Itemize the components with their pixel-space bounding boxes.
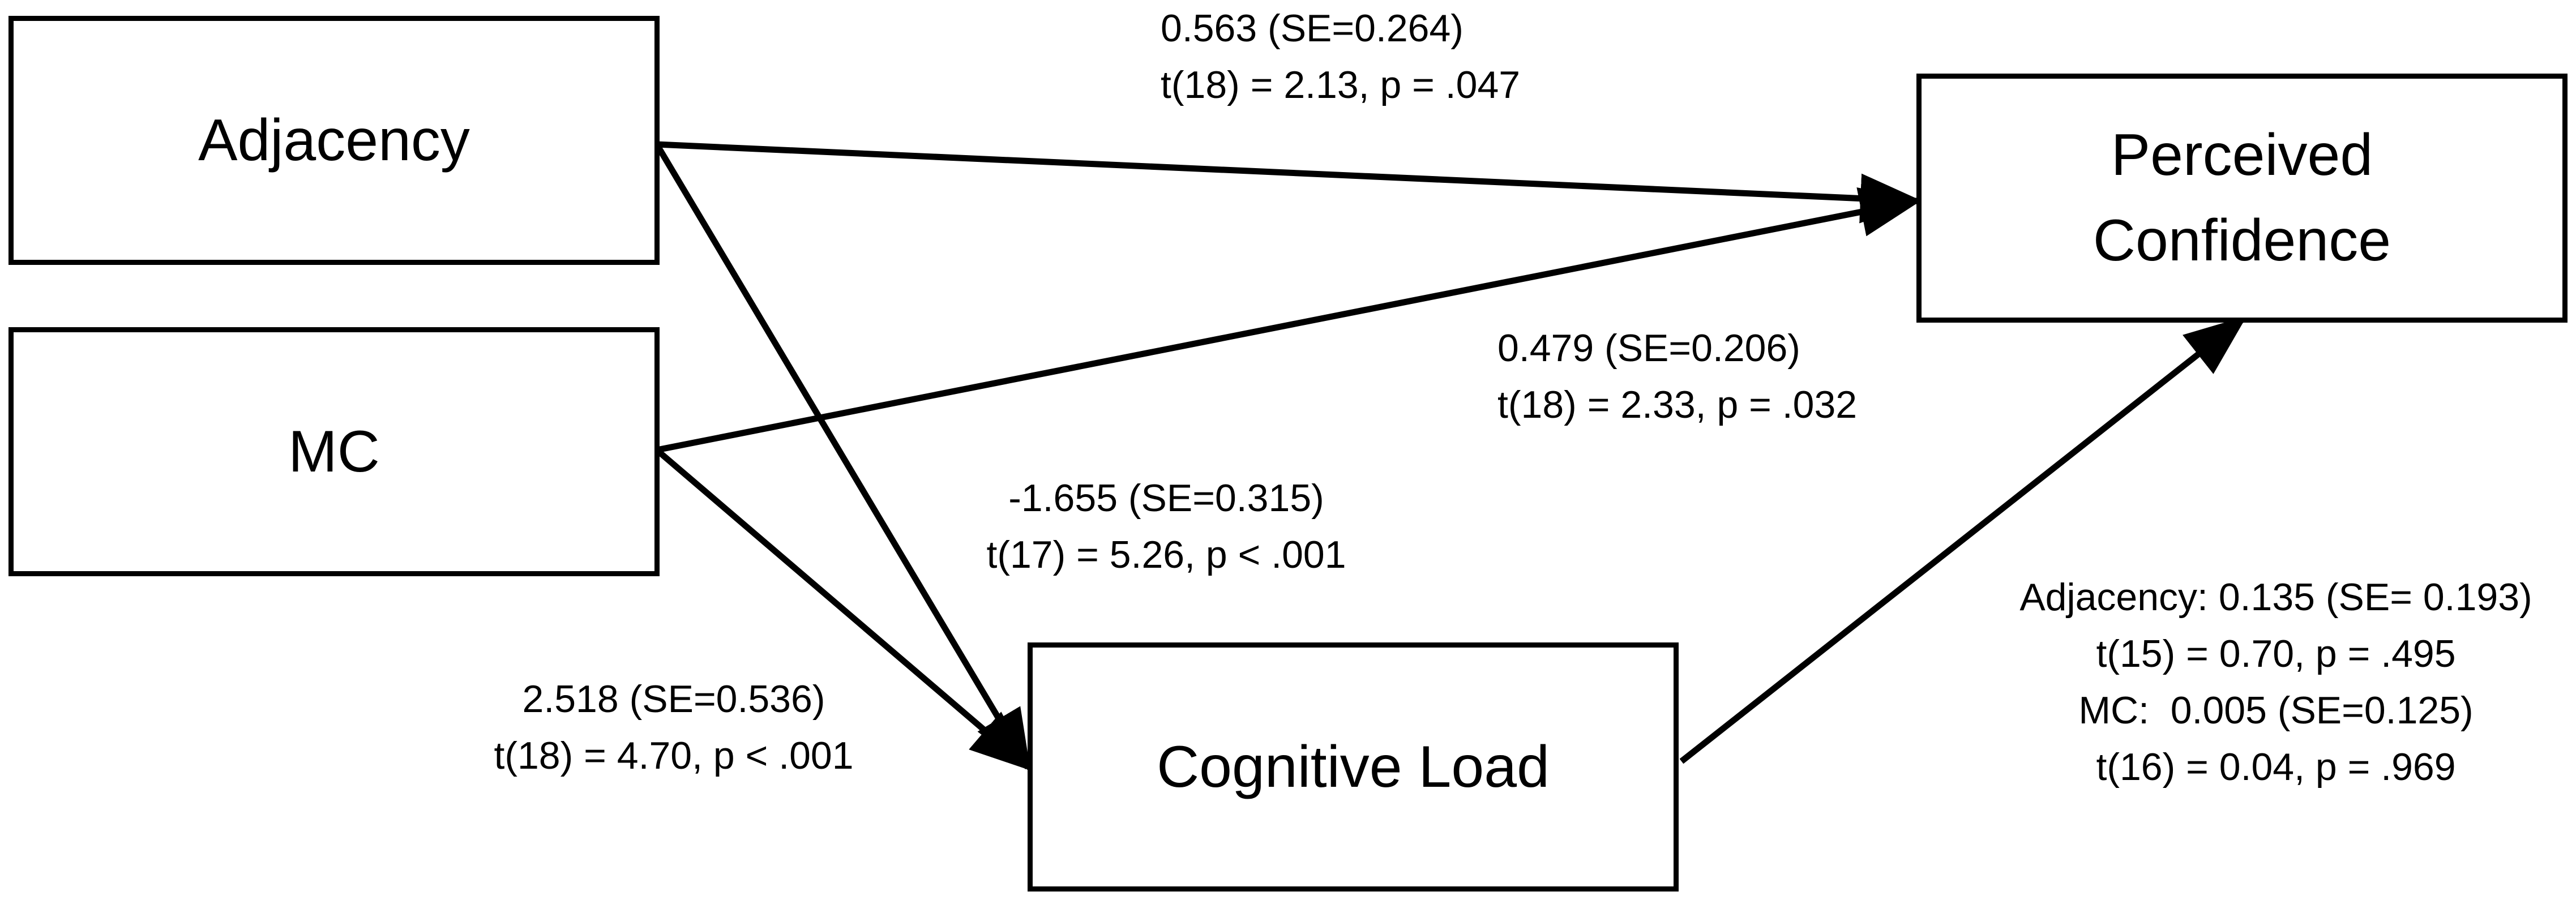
node-adjacency: Adjacency bbox=[8, 16, 660, 265]
node-mc: MC bbox=[8, 327, 660, 576]
label-adjacency-to-cognitive-load: -1.655 (SE=0.315) t(17) = 5.26, p < .001 bbox=[957, 470, 1376, 583]
line-1: Adjacency: 0.135 (SE= 0.193) bbox=[2019, 576, 2532, 619]
line-3: MC: 0.005 (SE=0.125) bbox=[2078, 689, 2474, 732]
node-mc-label: MC bbox=[288, 418, 380, 485]
test-text: t(18) = 2.13, p = .047 bbox=[1161, 63, 1521, 106]
line-2: t(15) = 0.70, p = .495 bbox=[2096, 632, 2456, 675]
line-4: t(16) = 0.04, p = .969 bbox=[2096, 745, 2456, 788]
label-cognitive-load-to-perceived-confidence: Adjacency: 0.135 (SE= 0.193) t(15) = 0.7… bbox=[1976, 569, 2576, 795]
test-text: t(17) = 5.26, p < .001 bbox=[986, 533, 1346, 576]
coef-text: 2.518 (SE=0.536) bbox=[522, 678, 825, 721]
arrow-adjacency-to-perceived-confidence bbox=[656, 141, 1923, 224]
label-adjacency-to-perceived-confidence: 0.563 (SE=0.264) t(18) = 2.13, p = .047 bbox=[1161, 0, 1520, 113]
label-mc-to-perceived-confidence: 0.479 (SE=0.206) t(18) = 2.33, p = .032 bbox=[1497, 320, 1857, 433]
node-cognitive-load-label: Cognitive Load bbox=[1157, 734, 1550, 800]
coef-text: 0.479 (SE=0.206) bbox=[1497, 327, 1800, 370]
node-perceived-confidence: Perceived Confidence bbox=[1916, 74, 2568, 323]
arrow-adjacency-to-cognitive-load bbox=[654, 143, 1031, 773]
test-text: t(18) = 2.33, p = .032 bbox=[1497, 383, 1858, 426]
label-mc-to-cognitive-load: 2.518 (SE=0.536) t(18) = 4.70, p < .001 bbox=[464, 671, 883, 784]
node-perceived-confidence-label: Perceived Confidence bbox=[2093, 122, 2391, 273]
coef-text: 0.563 (SE=0.264) bbox=[1161, 7, 1464, 50]
node-cognitive-load: Cognitive Load bbox=[1028, 642, 1679, 892]
arrow-mc-to-perceived-confidence bbox=[656, 187, 1923, 453]
arrow-cognitive-load-to-perceived-confidence bbox=[1679, 316, 2247, 764]
coef-text: -1.655 (SE=0.315) bbox=[1008, 477, 1324, 520]
test-text: t(18) = 4.70, p < .001 bbox=[494, 734, 854, 777]
arrow-mc-to-cognitive-load bbox=[654, 447, 1033, 772]
node-adjacency-label: Adjacency bbox=[198, 107, 470, 173]
